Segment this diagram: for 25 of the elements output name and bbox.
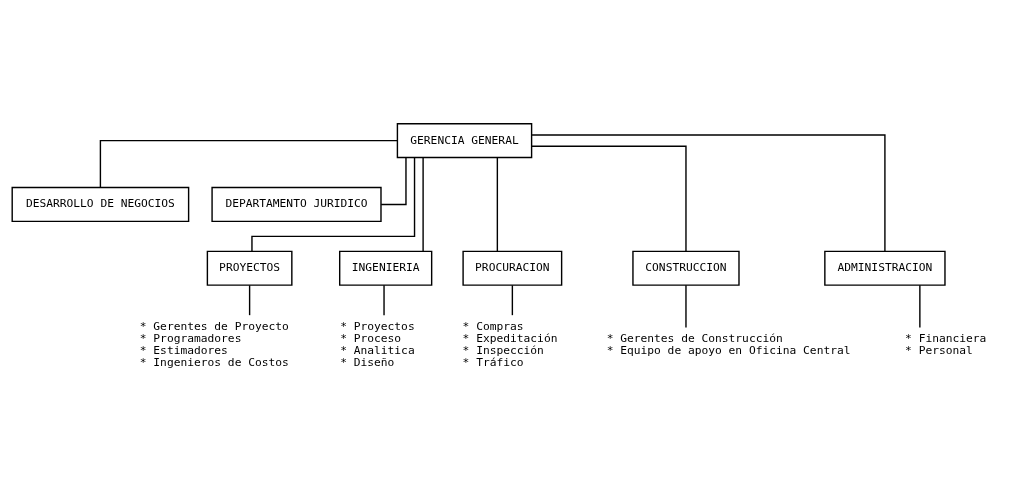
connector [251,157,416,252]
connector [380,157,407,206]
connector [919,284,921,329]
connector [531,145,687,252]
connector [496,156,499,252]
connector [383,284,385,316]
connector [248,284,251,316]
node-box: DEPARTAMENTO JURIDICO [211,186,382,223]
connector [511,284,514,316]
node-box: DESARROLLO DE NEGOCIOS [11,186,190,223]
node-box: PROYECTOS [206,250,293,286]
node-box: ADMINISTRACION [824,250,946,286]
node-text: * Gerentes de Construcción * Equipo de apoyo en Oficina Central [606,332,851,358]
node-text: * Proyectos * Proceso * Analitica * Diseño [340,319,415,370]
node-box: INGENIERIA [339,250,433,286]
connector [99,139,398,189]
node-text: * Compras * Expeditación * Inspección * Tráfico [462,319,558,370]
node-text: * Financiera * Personal [905,332,987,358]
node-box: CONSTRUCCION [632,250,740,286]
connector [685,284,687,329]
node-text: * Gerentes de Proyecto * Programadores * Estimadores * Ingenieros de Costos [139,319,289,370]
connector [422,156,424,252]
node-box: GERENCIA GENERAL [396,123,533,159]
node-box: PROCURACION [462,250,563,286]
connector [531,134,886,252]
